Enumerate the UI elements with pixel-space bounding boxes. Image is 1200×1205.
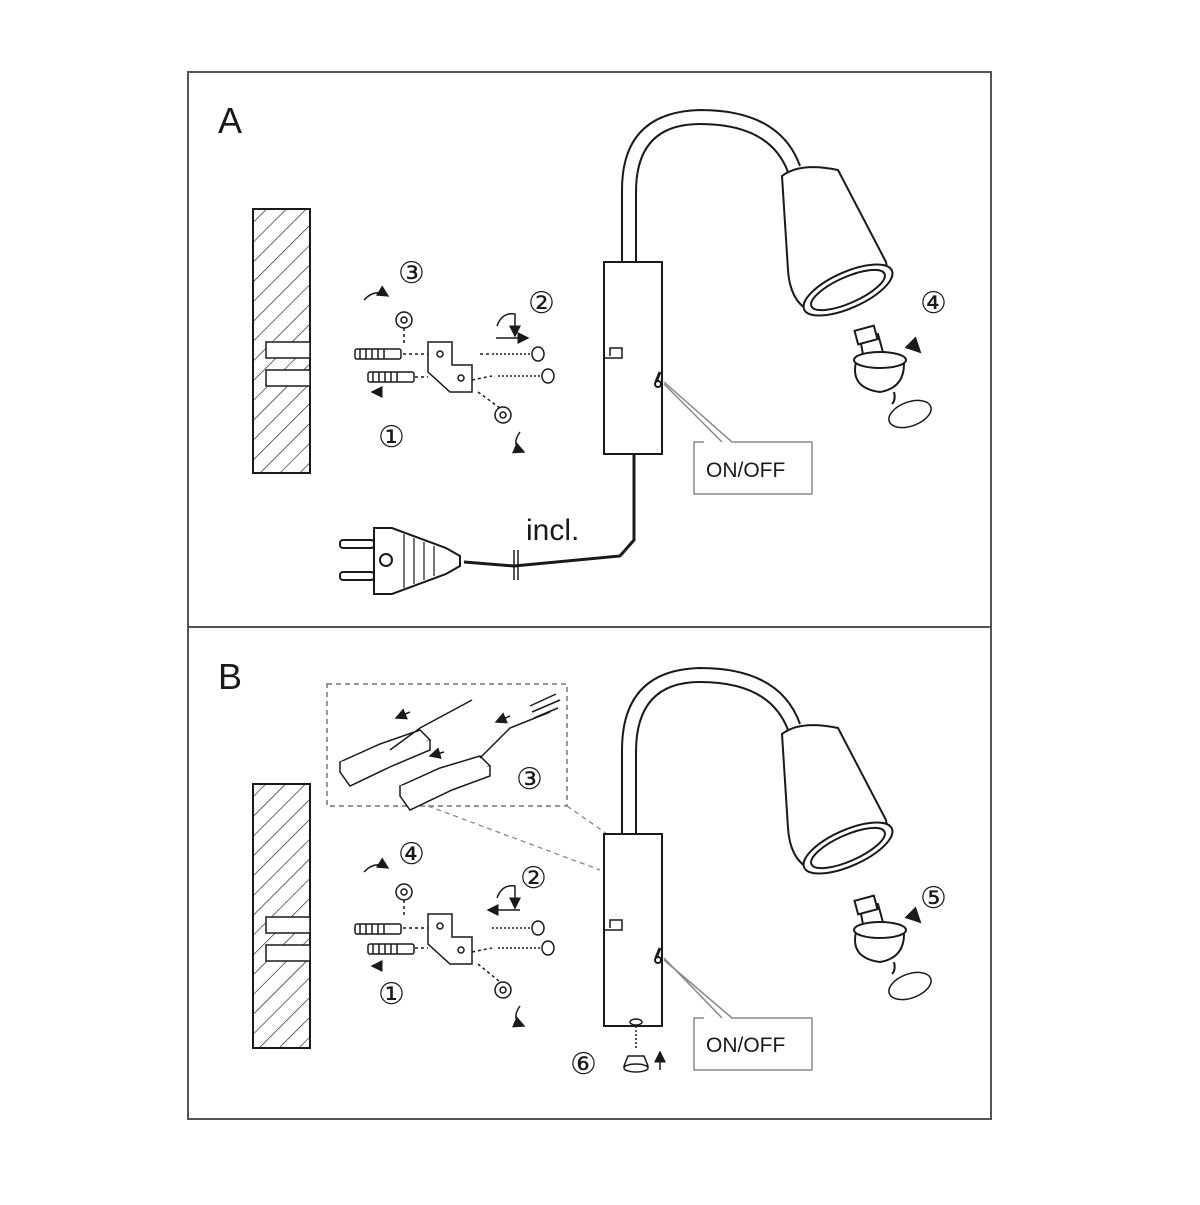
mounting-parts bbox=[354, 285, 555, 454]
mounting-parts-b bbox=[354, 857, 555, 1028]
step-1-label: ① bbox=[378, 420, 405, 455]
panel-b: B ③ bbox=[218, 656, 947, 1082]
step-6-label-b: ⑥ bbox=[570, 1047, 597, 1082]
cap-screw-icon bbox=[622, 1018, 666, 1073]
step-3-label-b: ③ bbox=[516, 762, 543, 797]
switch-label-b: ON/OFF bbox=[706, 1034, 785, 1057]
step-2-label: ② bbox=[528, 286, 555, 321]
connector-inset-frame bbox=[326, 683, 568, 807]
wall-icon-b bbox=[252, 783, 311, 1049]
wall-icon bbox=[252, 208, 311, 474]
step-4-label: ④ bbox=[920, 286, 947, 321]
bracket-icon bbox=[427, 341, 473, 393]
wall-plug-icon bbox=[354, 348, 415, 383]
included-label: incl. bbox=[526, 514, 579, 547]
bulb-icon bbox=[853, 324, 932, 429]
switch-callout bbox=[663, 381, 813, 495]
step-4-label-b: ④ bbox=[398, 837, 425, 872]
wall-lamp-icon-b bbox=[603, 666, 894, 1027]
bulb-icon-b bbox=[853, 894, 932, 1001]
step-1-label-b: ① bbox=[378, 977, 405, 1012]
inset-leader bbox=[427, 805, 611, 871]
panel-a: A bbox=[218, 100, 947, 595]
switch-label: ON/OFF bbox=[706, 459, 785, 482]
screw-icon-b bbox=[492, 920, 555, 956]
step-5-label-b: ⑤ bbox=[920, 881, 947, 916]
step-3-label: ③ bbox=[398, 256, 425, 291]
terminal-block-icon bbox=[338, 693, 561, 811]
wall-plug-icon-b bbox=[354, 923, 415, 955]
bracket-icon-b bbox=[427, 913, 473, 965]
nut-icon bbox=[395, 311, 512, 424]
screw-icon bbox=[492, 346, 555, 384]
switch-callout-b bbox=[663, 957, 813, 1071]
step-2-label-b: ② bbox=[520, 861, 547, 896]
panel-b-label: B bbox=[218, 656, 242, 697]
wall-lamp-icon bbox=[463, 108, 894, 580]
panel-a-label: A bbox=[218, 100, 242, 141]
plug-icon bbox=[339, 527, 461, 595]
outer-frame bbox=[187, 71, 992, 1120]
